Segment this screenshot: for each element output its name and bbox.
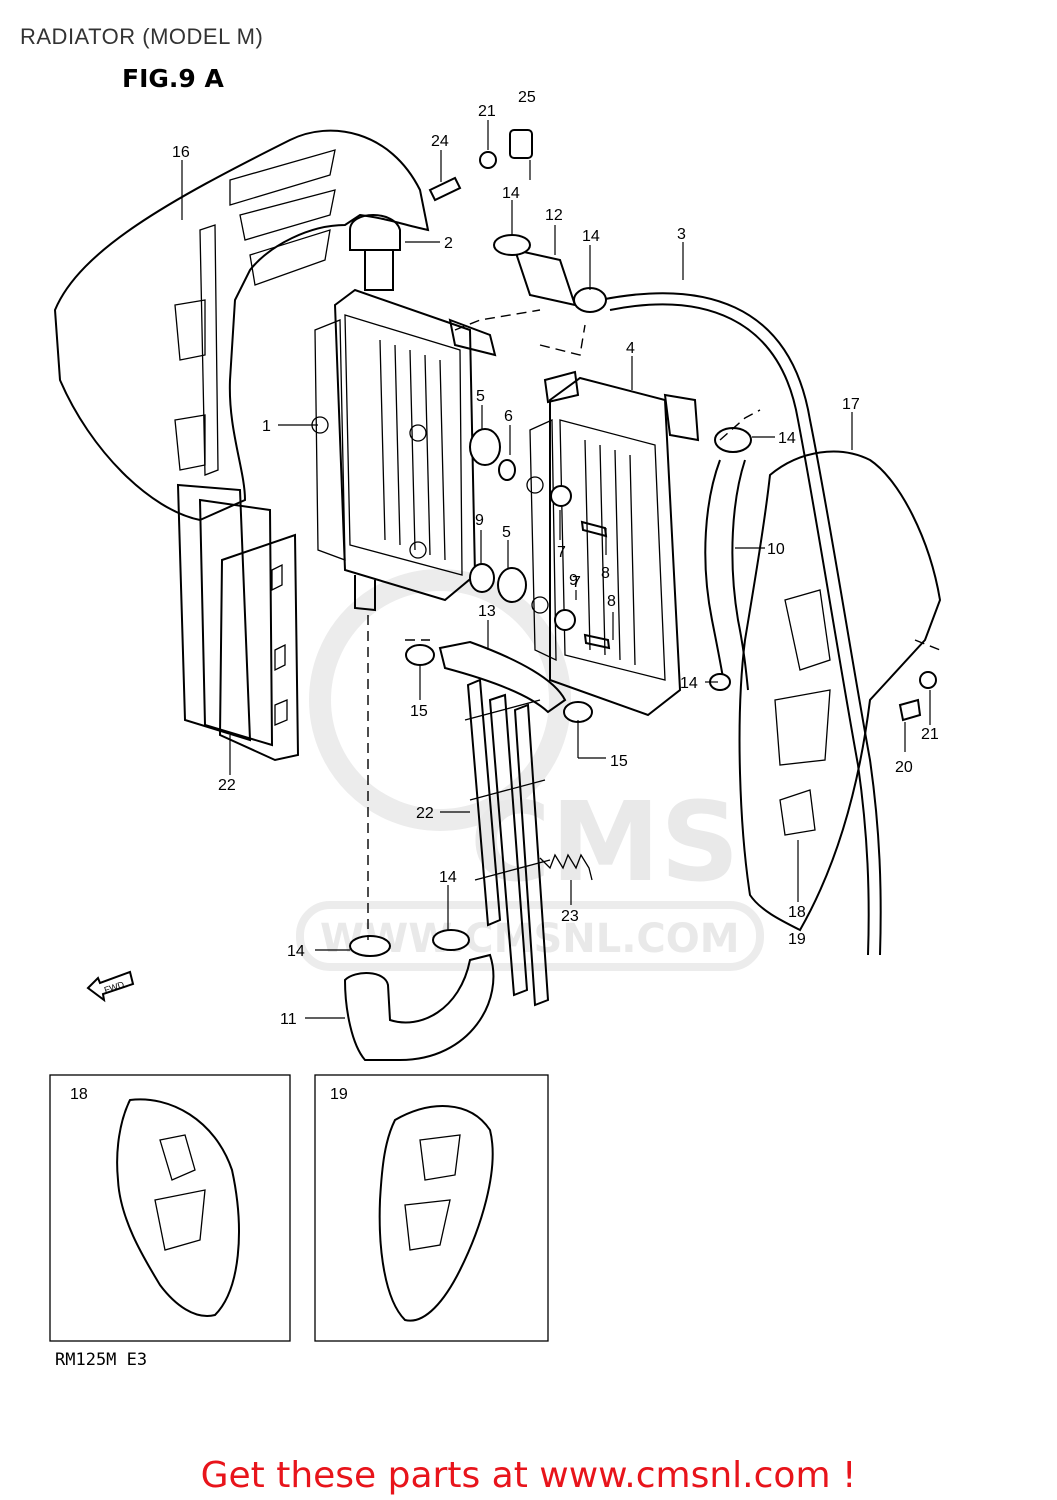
callout: 17 [842, 396, 860, 413]
callout: 21 [478, 103, 496, 120]
watermark: CMS WWW.CMSNL.COM [296, 569, 764, 971]
callout: 4 [626, 340, 635, 357]
callout: 9 [475, 512, 484, 529]
callout: 14 [439, 869, 457, 886]
callout: 20 [895, 759, 913, 776]
callout: 3 [677, 226, 686, 243]
assembly-guide-lines [367, 309, 941, 940]
callout: 5 [502, 524, 511, 541]
forward-direction-marker: FWD [86, 970, 135, 1003]
figure-label: FIG.9 A [122, 64, 224, 93]
radiator-shroud-17 [738, 450, 942, 932]
model-code: RM125M E3 [55, 1350, 148, 1370]
callout: 23 [561, 908, 579, 925]
callout: 19 [788, 931, 806, 948]
callout: 25 [518, 89, 536, 106]
callout: 2 [444, 235, 453, 252]
page-title: RADIATOR (MODEL M) [20, 24, 264, 49]
radiator-right-4 [526, 370, 700, 717]
spring-23 [539, 853, 593, 881]
callout: 6 [504, 408, 513, 425]
footer-link[interactable]: Get these parts at www.cmsnl.com ! [200, 1455, 857, 1496]
callout: 24 [431, 133, 449, 150]
inset-label: 18 [70, 1086, 88, 1103]
callout: 14 [778, 430, 796, 447]
inset-label: 19 [330, 1086, 348, 1103]
hose-10 [704, 459, 726, 691]
callout: 10 [767, 541, 785, 558]
callout: 22 [416, 805, 434, 822]
radiator-left-1 [311, 214, 497, 612]
callout: 12 [545, 207, 563, 224]
callout: 22 [218, 777, 236, 794]
leader-lines [181, 120, 931, 1019]
hardware-parts [428, 129, 937, 722]
callout: 7 [572, 574, 581, 591]
callout: 1 [262, 418, 271, 435]
callout: 18 [788, 904, 806, 921]
watermark-brand: CMS [470, 778, 739, 906]
hose-12 [513, 248, 577, 307]
callout: 15 [410, 703, 428, 720]
callout: 14 [502, 185, 520, 202]
hose-clamps-15 [405, 644, 593, 723]
inset-19: 19 [314, 1074, 549, 1342]
callout: 7 [557, 544, 566, 561]
callout: 15 [610, 753, 628, 770]
radiator-shroud-16 [53, 129, 430, 522]
callout: 21 [921, 726, 939, 743]
callout: 5 [476, 388, 485, 405]
callout: 16 [172, 144, 190, 161]
callout: 14 [582, 228, 600, 245]
callout: 14 [680, 675, 698, 692]
callout: 9 [569, 572, 578, 589]
callout: 13 [478, 603, 496, 620]
callout: 8 [601, 565, 610, 582]
callout-labels: 1 2 3 4 5 5 6 7 7 8 8 9 9 10 11 12 13 14… [172, 89, 939, 1028]
overflow-tube-3 [599, 292, 882, 956]
hose-11 [343, 953, 495, 1061]
radiator-guard-22-center [464, 678, 551, 1007]
callout: 8 [607, 593, 616, 610]
callout: 14 [287, 943, 305, 960]
inset-18: 18 [49, 1074, 291, 1342]
hose-13 [438, 640, 567, 714]
callout: 11 [280, 1011, 297, 1028]
radiator-guard-22-left [176, 483, 300, 762]
